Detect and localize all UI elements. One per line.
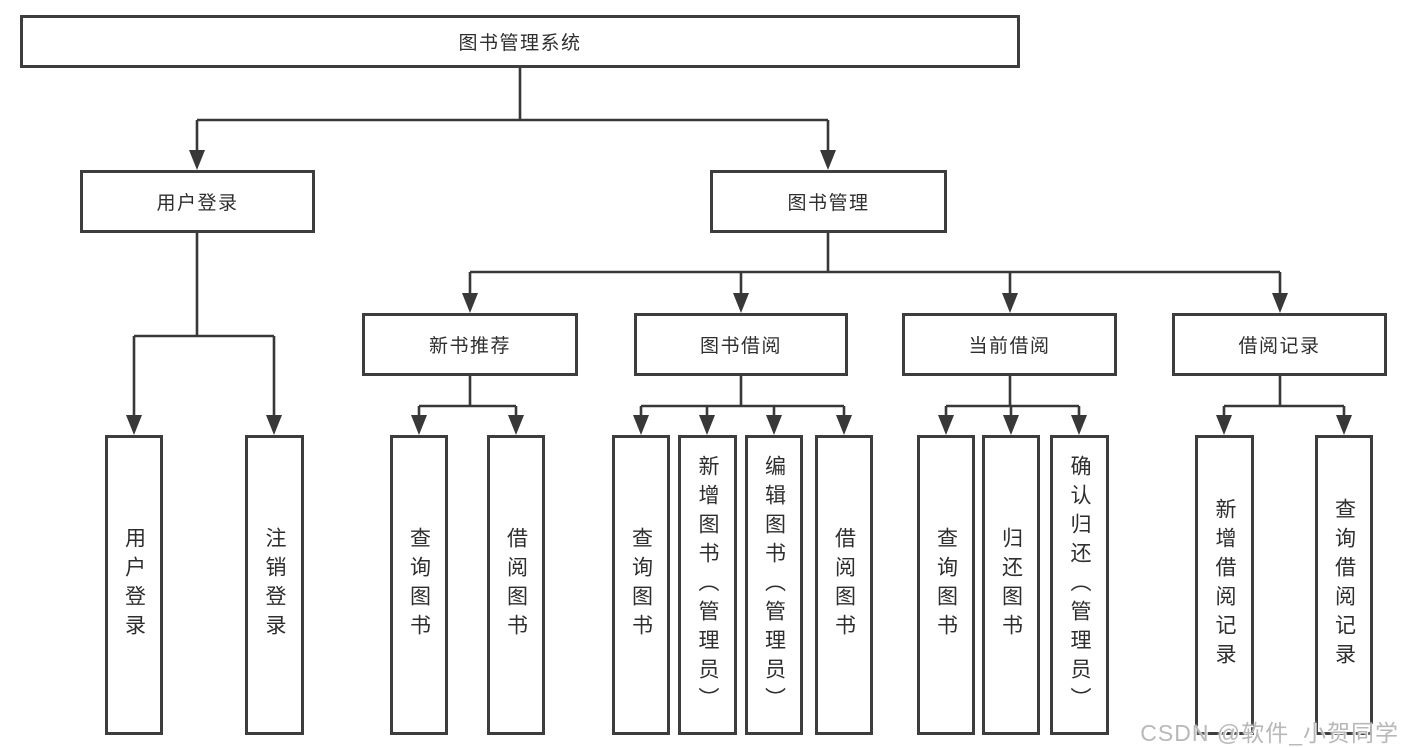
- arrowhead: [266, 415, 282, 435]
- leaf-borrow-books: 借阅图书: [815, 435, 873, 735]
- leaf-query-books-borrow: 查询图书: [612, 435, 670, 735]
- node-label: 图书管理系统: [458, 33, 582, 54]
- connector-current-split: [944, 376, 1081, 416]
- node-label: 图书管理: [787, 193, 870, 214]
- arrowhead: [766, 415, 782, 435]
- leaf-query-books-current: 查询图书: [917, 435, 975, 735]
- leaf-label: 查询图书: [407, 527, 431, 643]
- arrowhead: [189, 150, 205, 170]
- node-label: 当前借阅: [968, 336, 1051, 357]
- leaf-label: 借阅图书: [504, 527, 528, 643]
- connector-book-mgmt-split: [468, 233, 1282, 294]
- csdn-watermark: CSDN @软件_小贺同学: [1140, 720, 1399, 746]
- arrowhead: [462, 293, 478, 313]
- arrowhead: [938, 415, 954, 435]
- connector-borrow-split: [639, 376, 846, 416]
- arrowhead: [1003, 415, 1019, 435]
- leaf-label: 确认归还（管理员）: [1068, 454, 1091, 716]
- leaf-logout: 注销登录: [245, 435, 304, 735]
- node-borrow-records: 借阅记录: [1172, 313, 1387, 376]
- leaf-label: 查询借阅记录: [1332, 498, 1356, 672]
- leaf-return-books: 归还图书: [982, 435, 1040, 735]
- arrowhead: [1272, 293, 1288, 313]
- node-user-login: 用户登录: [80, 170, 315, 233]
- leaf-add-books-admin: 新增图书（管理员）: [678, 435, 737, 735]
- leaf-add-borrow-record: 新增借阅记录: [1195, 435, 1254, 735]
- node-library-management-system: 图书管理系统: [20, 15, 1020, 68]
- node-current-borrow: 当前借阅: [902, 313, 1117, 376]
- leaf-query-books-recommend: 查询图书: [390, 435, 448, 735]
- node-label: 借阅记录: [1238, 336, 1321, 357]
- arrowhead: [1002, 293, 1018, 313]
- leaf-edit-books-admin: 编辑图书（管理员）: [745, 435, 803, 735]
- node-book-borrow: 图书借阅: [634, 313, 848, 376]
- leaf-label: 注销登录: [263, 527, 286, 643]
- leaf-label: 编辑图书（管理员）: [762, 454, 786, 716]
- node-book-management: 图书管理: [710, 170, 947, 233]
- node-label: 图书借阅: [699, 336, 782, 357]
- leaf-borrow-books-recommend: 借阅图书: [487, 435, 545, 735]
- leaf-user-login: 用户登录: [105, 435, 163, 735]
- leaf-label: 新增图书（管理员）: [696, 454, 719, 716]
- connector-root-split: [195, 68, 830, 152]
- leaf-label: 归还图书: [999, 527, 1023, 643]
- arrowhead: [1071, 415, 1087, 435]
- arrowhead: [836, 415, 852, 435]
- node-label: 新书推荐: [428, 336, 511, 357]
- arrowhead: [411, 415, 427, 435]
- connector-records-split: [1222, 376, 1346, 416]
- arrowhead: [820, 150, 836, 170]
- leaf-confirm-return-admin: 确认归还（管理员）: [1050, 435, 1109, 735]
- leaf-label: 查询图书: [629, 527, 653, 643]
- connector-newbook-split: [417, 376, 518, 416]
- leaf-query-borrow-record: 查询借阅记录: [1315, 435, 1373, 735]
- arrowhead: [733, 293, 749, 313]
- leaf-label: 查询图书: [934, 527, 958, 643]
- arrowhead: [126, 415, 142, 435]
- connector-user-login-split: [132, 233, 276, 416]
- arrowhead: [1336, 415, 1352, 435]
- arrowhead: [1216, 415, 1232, 435]
- arrowhead: [508, 415, 524, 435]
- arrowhead: [699, 415, 715, 435]
- leaf-label: 新增借阅记录: [1213, 498, 1236, 672]
- node-label: 用户登录: [156, 193, 239, 214]
- arrowhead: [633, 415, 649, 435]
- leaf-label: 借阅图书: [832, 527, 856, 643]
- leaf-label: 用户登录: [122, 527, 146, 643]
- node-new-book-recommend: 新书推荐: [362, 313, 578, 376]
